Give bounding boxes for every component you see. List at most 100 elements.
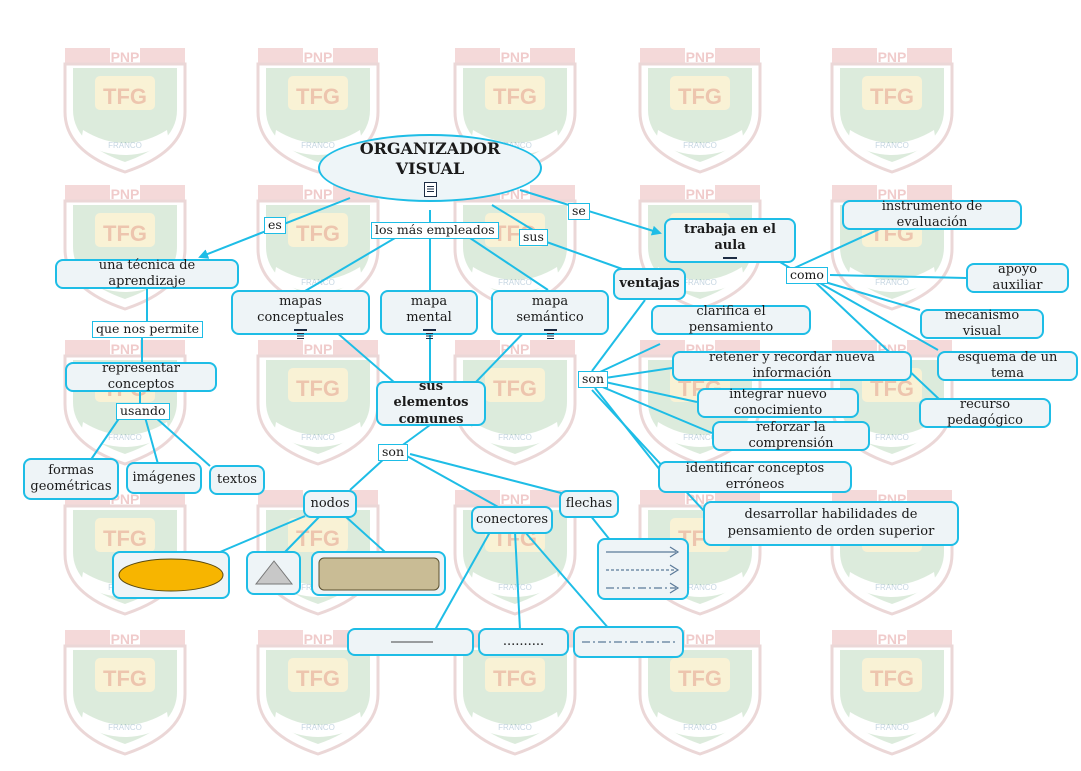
watermark-ribbon-text: FRANCO	[875, 141, 909, 150]
watermark-top-text: PNP	[304, 631, 333, 647]
watermark-ribbon-text: FRANCO	[108, 141, 142, 150]
watermark-center-text: TFG	[103, 84, 147, 109]
node-connector-solid-example[interactable]	[347, 628, 474, 656]
watermark-ribbon-text: FRANCO	[301, 141, 335, 150]
node-recurso-pedagogico[interactable]: recurso pedagógico	[919, 397, 1051, 428]
watermark-ribbon-text: FRANCO	[301, 433, 335, 442]
node-flechas[interactable]: flechas	[559, 490, 619, 518]
document-icon[interactable]	[294, 329, 307, 341]
node-esquema-de-un-tema[interactable]: esquema de un tema	[937, 350, 1078, 381]
document-icon[interactable]	[543, 329, 557, 341]
node-mapa-mental[interactable]: mapa mental	[380, 290, 478, 341]
ellipse-shape-icon	[118, 558, 224, 592]
triangle-shape-icon	[254, 560, 293, 585]
watermark-top-text: PNP	[111, 631, 140, 647]
node-nodos[interactable]: nodos	[303, 490, 357, 518]
node-clarifica[interactable]: clarifica el pensamiento	[651, 304, 811, 335]
watermark-center-text: TFG	[296, 526, 340, 551]
root-title: ORGANIZADOR VISUAL	[359, 139, 501, 178]
watermark-crest-icon: PNP TFG FRANCO	[453, 338, 577, 466]
document-icon[interactable]	[423, 182, 437, 197]
watermark-ribbon-text: FRANCO	[108, 433, 142, 442]
node-connector-dashdot-example[interactable]	[573, 626, 684, 658]
root-node-organizador-visual[interactable]: ORGANIZADOR VISUAL	[318, 134, 542, 202]
rectangle-shape-icon	[318, 557, 439, 590]
watermark-ribbon-text: FRANCO	[301, 723, 335, 732]
node-formas-geometricas[interactable]: formas geométricas	[23, 458, 119, 500]
watermark-center-text: TFG	[296, 666, 340, 691]
arrow-samples-icon	[606, 546, 680, 594]
watermark-top-text: PNP	[304, 341, 333, 357]
watermark-ribbon-text: FRANCO	[498, 583, 532, 592]
solid-line-icon	[390, 641, 433, 643]
node-apoyo-auxiliar[interactable]: apoyo auxiliar	[966, 262, 1069, 293]
link-label-es: es	[264, 217, 286, 234]
watermark-center-text: TFG	[103, 221, 147, 246]
watermark-crest-icon: PNP TFG FRANCO	[256, 628, 380, 756]
watermark-top-text: PNP	[878, 631, 907, 647]
watermark-center-text: TFG	[870, 84, 914, 109]
node-mapa-semantico[interactable]: mapa semántico	[491, 290, 609, 341]
node-integrar[interactable]: integrar nuevo conocimiento	[697, 387, 859, 418]
node-retener[interactable]: retener y recordar nueva información	[672, 350, 912, 381]
node-arrow-examples[interactable]	[597, 538, 689, 600]
watermark-center-text: TFG	[493, 84, 537, 109]
node-connector-dotted-example[interactable]: ..........	[478, 628, 569, 656]
node-shape-ellipse-example[interactable]	[112, 551, 230, 599]
node-trabaja-en-el-aula[interactable]: trabaja en el aula	[664, 218, 796, 263]
watermark-ribbon-text: FRANCO	[683, 278, 717, 287]
node-imagenes[interactable]: imágenes	[126, 462, 202, 494]
watermark-top-text: PNP	[878, 186, 907, 202]
node-tecnica-aprendizaje[interactable]: una técnica de aprendizaje	[55, 258, 239, 289]
watermark-top-text: PNP	[686, 631, 715, 647]
watermark-ribbon-text: FRANCO	[875, 278, 909, 287]
watermark-center-text: TFG	[678, 84, 722, 109]
watermark-top-text: PNP	[111, 186, 140, 202]
watermark-top-text: PNP	[686, 186, 715, 202]
watermark-top-text: PNP	[111, 341, 140, 357]
node-conectores[interactable]: conectores	[471, 506, 553, 534]
watermark-ribbon-text: FRANCO	[498, 723, 532, 732]
node-identificar[interactable]: identificar conceptos erróneos	[658, 461, 852, 493]
node-mecanismo-visual[interactable]: mecanismo visual	[920, 308, 1044, 339]
watermark-center-text: TFG	[678, 666, 722, 691]
watermark-top-text: PNP	[111, 49, 140, 65]
node-textos[interactable]: textos	[209, 465, 265, 495]
link-label-se: se	[568, 203, 590, 220]
watermark-top-text: PNP	[501, 49, 530, 65]
watermark-top-text: PNP	[501, 341, 530, 357]
node-representar-conceptos[interactable]: representar conceptos	[65, 361, 217, 392]
dashdot-line-icon	[581, 641, 676, 643]
watermark-center-text: TFG	[493, 376, 537, 401]
watermark-center-text: TFG	[296, 84, 340, 109]
watermark-ribbon-text: FRANCO	[498, 433, 532, 442]
watermark-top-text: PNP	[501, 491, 530, 507]
node-shape-triangle-example[interactable]	[246, 551, 301, 595]
watermark-center-text: TFG	[103, 666, 147, 691]
watermark-ribbon-text: FRANCO	[683, 583, 717, 592]
document-icon[interactable]	[422, 329, 436, 341]
image-icon[interactable]	[723, 257, 737, 260]
node-shape-rectangle-example[interactable]	[311, 551, 446, 596]
watermark-ribbon-text: FRANCO	[875, 583, 909, 592]
watermark-top-text: PNP	[686, 49, 715, 65]
link-label-que-nos-permite: que nos permite	[92, 321, 204, 338]
watermark-crest-icon: PNP TFG FRANCO	[63, 46, 187, 174]
node-ventajas[interactable]: ventajas	[613, 268, 686, 300]
node-instrumento-evaluacion[interactable]: instrumento de evaluación	[842, 199, 1022, 230]
node-desarrollar[interactable]: desarrollar habilidades de pensamiento d…	[703, 501, 959, 546]
link-label-son-elementos: son	[378, 444, 408, 461]
link-label-son-ventajas: son	[578, 371, 608, 388]
watermark-center-text: TFG	[103, 526, 147, 551]
node-sus-elementos-comunes[interactable]: sus elementos comunes	[376, 379, 486, 427]
watermark-center-text: TFG	[296, 376, 340, 401]
node-mapas-conceptuales[interactable]: mapas conceptuales	[231, 290, 370, 341]
node-reforzar[interactable]: reforzar la comprensión	[712, 420, 870, 451]
watermark-center-text: TFG	[296, 221, 340, 246]
